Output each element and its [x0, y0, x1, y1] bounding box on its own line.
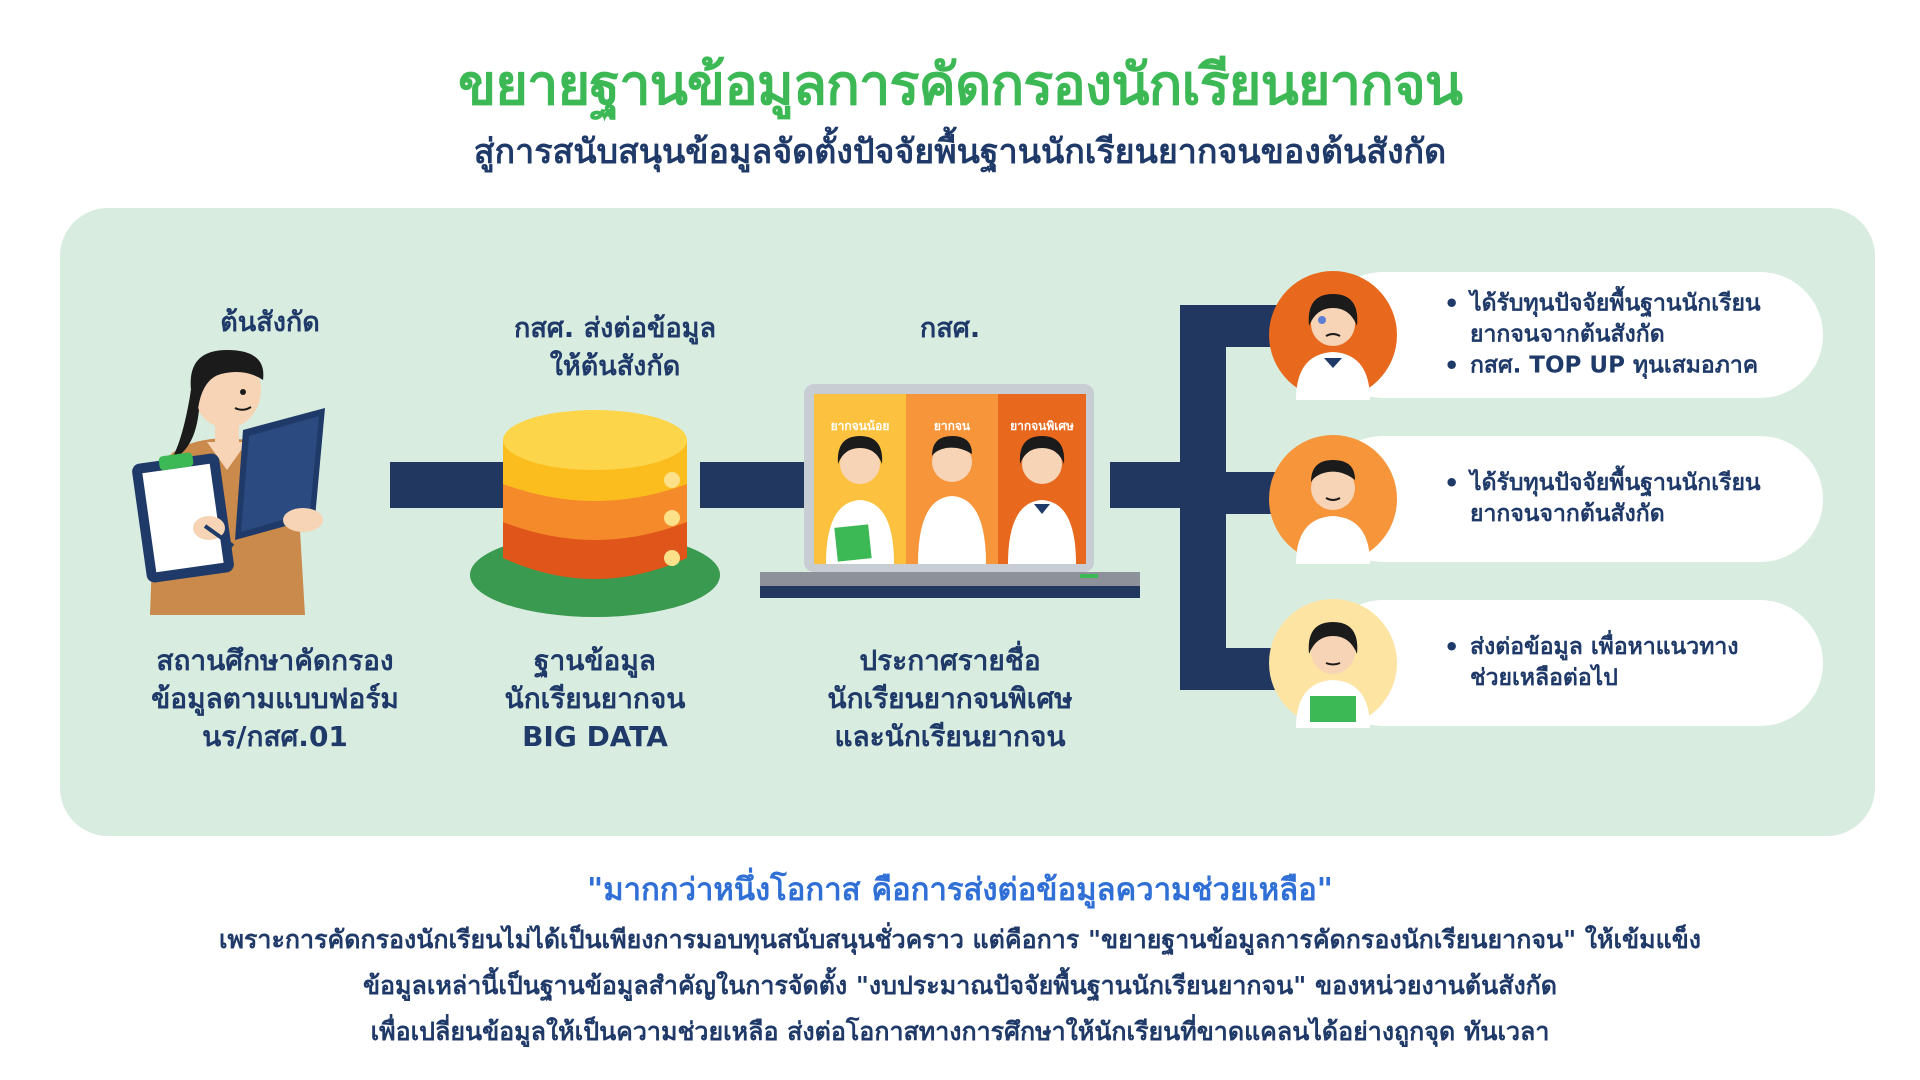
footer-line-3: เพื่อเปลี่ยนข้อมูลให้เป็นความช่วยเหลือ ส… — [370, 1017, 1550, 1046]
stage3-caption: ประกาศรายชื่อ นักเรียนยากจนพิเศษ และนักเ… — [790, 642, 1110, 756]
page-title: ขยายฐานข้อมูลการคัดกรองนักเรียนยากจน — [457, 53, 1463, 118]
officer-illustration — [132, 350, 325, 615]
outcome-card-1: ได้รับทุนปัจจัยพื้นฐานนักเรียน ยากจนจากต… — [1320, 272, 1823, 398]
stage1-label: ต้นสังกัด — [220, 307, 320, 338]
outcome-card-2: ได้รับทุนปัจจัยพื้นฐานนักเรียน ยากจนจากต… — [1320, 436, 1823, 562]
stage3-label: กสศ. — [919, 313, 981, 344]
stage3-caption-line: ประกาศรายชื่อ — [859, 644, 1041, 677]
column-label-extreme: ยากจนพิเศษ — [1010, 419, 1074, 433]
stage1-caption-line: นร/กสศ.01 — [202, 720, 348, 753]
stage2-label-line: กสศ. ส่งต่อข้อมูล — [513, 313, 717, 344]
outcome-bullet: ส่งต่อข้อมูล เพื่อหาแนวทาง ช่วยเหลือต่อไ… — [1438, 632, 1808, 694]
stage2-caption: ฐานข้อมูล นักเรียนยากจน BIG DATA — [450, 642, 740, 756]
stage1-caption-line: สถานศึกษาคัดกรอง — [156, 644, 394, 677]
outcome-bullet: ได้รับทุนปัจจัยพื้นฐานนักเรียน ยากจนจากต… — [1438, 468, 1808, 530]
stage3-caption-line: และนักเรียนยากจน — [834, 720, 1066, 753]
avatar-low-poor — [1269, 599, 1397, 728]
connector-2-3 — [700, 462, 810, 508]
avatar-extreme-poor — [1269, 271, 1397, 400]
laptop-illustration — [760, 384, 1140, 598]
page-subtitle: สู่การสนับสนุนข้อมูลจัดตั้งปัจจัยพื้นฐาน… — [473, 132, 1447, 172]
footer-line-2: ข้อมูลเหล่านี้เป็นฐานข้อมูลสำคัญในการจัด… — [362, 971, 1558, 1000]
outcome-list: ได้รับทุนปัจจัยพื้นฐานนักเรียน ยากจนจากต… — [1438, 289, 1808, 382]
stage2-label-line: ให้ต้นสังกัด — [549, 351, 681, 382]
outcome-list: ส่งต่อข้อมูล เพื่อหาแนวทาง ช่วยเหลือต่อไ… — [1438, 632, 1808, 694]
outcome-card-3: ส่งต่อข้อมูล เพื่อหาแนวทาง ช่วยเหลือต่อไ… — [1320, 600, 1823, 726]
database-icon — [470, 410, 720, 617]
avatar-poor — [1269, 435, 1397, 564]
column-label-low: ยากจนน้อย — [830, 419, 890, 433]
outcome-bullet: กสศ. TOP UP ทุนเสมอภาค — [1438, 351, 1808, 382]
outcome-bullet: ได้รับทุนปัจจัยพื้นฐานนักเรียน ยากจนจากต… — [1438, 289, 1808, 351]
stage1-caption: สถานศึกษาคัดกรอง ข้อมูลตามแบบฟอร์ม นร/กส… — [110, 642, 440, 756]
stage1-caption-line: ข้อมูลตามแบบฟอร์ม — [151, 682, 399, 715]
stage2-caption-line: นักเรียนยากจน — [504, 682, 686, 715]
stage2-caption-line: ฐานข้อมูล — [534, 644, 656, 677]
footer-line-1: เพราะการคัดกรองนักเรียนไม่ได้เป็นเพียงกา… — [218, 925, 1702, 954]
stage2-caption-line: BIG DATA — [522, 720, 668, 753]
stage3-caption-line: นักเรียนยากจนพิเศษ — [827, 682, 1073, 715]
outcome-list: ได้รับทุนปัจจัยพื้นฐานนักเรียน ยากจนจากต… — [1438, 468, 1808, 530]
column-label-poor: ยากจน — [933, 419, 971, 433]
footer-quote: "มากกว่าหนึ่งโอกาส คือการส่งต่อข้อมูลควา… — [587, 872, 1333, 908]
stage2-label: กสศ. ส่งต่อข้อมูล ให้ต้นสังกัด — [470, 310, 760, 386]
